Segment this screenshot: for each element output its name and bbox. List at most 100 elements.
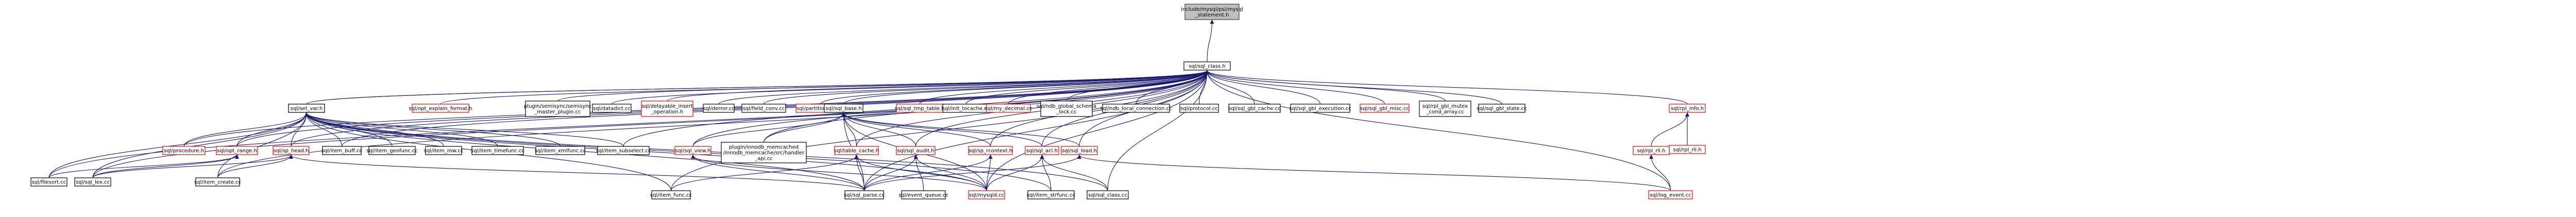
node-item-buff-cc[interactable]: sql/item_buff.cc	[321, 146, 362, 155]
node-box	[1419, 101, 1471, 117]
edge-rpl-mi-h-to-sql-base-h	[841, 112, 1080, 147]
node-label: sql/item_geofunc.cc	[366, 148, 418, 154]
node-sql-class-h[interactable]: sql/sql_class.h	[1183, 61, 1231, 71]
node-derror-cc[interactable]: sql/derror.cc	[703, 104, 735, 113]
node-box	[1179, 104, 1219, 113]
node-delayable-insert[interactable]: sql/delayable_insert_operation.h	[641, 101, 693, 117]
edge-mysqld-cc-to-rpl-rcontext-h	[986, 155, 993, 191]
edge-table-cache-h-to-sql-class-h	[856, 70, 1209, 147]
edge-sql-parse-cc-to-rpl-rcontext-h	[863, 155, 993, 191]
node-label: sql/item_timefunc.cc	[471, 148, 524, 154]
edge-item-create-cc-to-sp-head-h	[217, 155, 293, 178]
node-box	[1087, 190, 1129, 199]
edge-sql-acl-h-to-sql-base-h	[841, 112, 1043, 147]
node-set-var-h[interactable]: sql/set_var.h	[288, 104, 325, 113]
node-event-queue-cc[interactable]: sql/event_queue.cc	[899, 190, 948, 199]
node-table-cache-h[interactable]: sql/table_cache.h	[834, 146, 879, 155]
node-qd-state-cc[interactable]: sql/sql_gbl_state.cc	[1477, 104, 1527, 113]
node-item-subselect-cc[interactable]: sql/item_subselect.cc	[596, 146, 651, 155]
node-item-strfunc-cc[interactable]: sql/item_strfunc.cc	[1027, 190, 1075, 199]
edge-item-xmlfunc-cc-to-item-h	[304, 112, 561, 147]
node-item-geofunc-cc[interactable]: sql/item_geofunc.cc	[366, 146, 418, 155]
node-qd-exec-cc[interactable]: sql/sql_gbl_execution.cc	[1289, 104, 1351, 113]
node-label: sql/partition_info.h	[796, 106, 844, 112]
node-sql-func-cc[interactable]: sql/item_func.cc	[650, 190, 692, 199]
node-box	[968, 146, 1013, 155]
node-sql-acl-h[interactable]: sql/sql_acl.h	[1025, 146, 1059, 155]
node-label: sql/delayable_insert	[641, 104, 693, 109]
node-label: sql/table_cache.h	[834, 148, 879, 154]
edge-sql-tmp-table-h-to-sql-class-h	[919, 70, 1209, 105]
node-rpl-rli-h[interactable]: sql/rpl_rli.h	[1669, 145, 1706, 154]
node-item-create-cc[interactable]: sql/item_create.cc	[194, 177, 241, 187]
node-sql-base-h[interactable]: sql/sql_base.h	[824, 104, 863, 113]
node-procedure-h[interactable]: sql/procedure.h	[162, 146, 206, 155]
node-rpl-info-h[interactable]: sql/rpl_info.h	[1669, 104, 1706, 113]
edge-sql-parse-cc-to-table-cache-h	[854, 155, 865, 191]
node-label: sql/sql_class.cc	[1088, 193, 1127, 198]
node-label: _master_plugin.cc	[534, 109, 581, 115]
node-sql-lex-cc[interactable]: sql/sql_lex.cc	[74, 177, 111, 187]
node-protocol-cc[interactable]: sql/protocol.cc	[1179, 104, 1219, 113]
edge-sql-parse-cc-to-rpl-mi-h	[863, 155, 1081, 191]
node-opt-explain-format-h[interactable]: sql/opt_explain_format.h	[409, 104, 472, 113]
node-box	[1183, 61, 1231, 71]
node-ndb-local-conn[interactable]: sql/ndb_local_connection.cc	[1100, 104, 1172, 113]
node-log-event-cc[interactable]: sql/log_event.cc	[1648, 190, 1693, 199]
node-init-tocache-cc[interactable]: sql/init_tocache.cc	[942, 104, 990, 113]
node-box	[30, 177, 67, 187]
node-box	[741, 104, 786, 113]
node-opt-range-h[interactable]: sql/opt_range.h	[216, 146, 258, 155]
node-label: include/mysql/psi/mysql	[1181, 7, 1243, 12]
node-sql-tmp-table-h[interactable]: sql/sql_tmp_table.h	[895, 104, 945, 113]
node-label: sql/sql_lex.cc	[76, 180, 110, 186]
node-box	[1184, 4, 1240, 20]
node-label: sql/ndb_global_schema	[1037, 104, 1096, 109]
node-filesort-cc[interactable]: sql/filesort.cc	[30, 177, 67, 187]
node-sql-audit-h[interactable]: sql/sql_audit.h	[896, 146, 936, 155]
node-rpl-rcontext-h[interactable]: sql/sp_rcontext.h	[968, 146, 1013, 155]
edge-qd-exec-cc-to-sql-class-h	[1205, 70, 1321, 105]
node-item-xmlfunc-cc[interactable]: sql/item_xmlfunc.cc	[535, 146, 586, 155]
edge-sql-lex-cc-to-sp-head-h	[92, 155, 293, 178]
node-label: /innodb_memcache/src/handler	[723, 151, 805, 156]
node-root[interactable]: include/mysql/psi/mysql_statement.h	[1181, 4, 1243, 20]
node-label: sql/sql_acl.h	[1026, 148, 1058, 154]
node-box	[1360, 104, 1410, 113]
node-rpl-mi-h[interactable]: sql/sql_load.h	[1061, 146, 1098, 155]
edge-set-var-h-to-sql-class-h	[306, 70, 1209, 105]
node-mysqld-cc[interactable]: sql/mysqld.cc	[968, 190, 1005, 199]
node-box	[844, 190, 884, 199]
node-qd-mutex-cc[interactable]: sql/rpl_gbl_mutex_cond_array.cc	[1419, 101, 1471, 117]
node-sp-head-h[interactable]: sql/sp_head.h	[273, 146, 310, 155]
edge-sql-func-cc-to-table-cache-h	[670, 155, 859, 191]
node-box	[1478, 104, 1526, 113]
node-datadict-cc[interactable]: sql/datadict.cc	[592, 104, 632, 113]
node-memcache-plugin[interactable]: plugin/semisync/semisync_master_plugin.c…	[524, 101, 591, 117]
node-label: sql/event_queue.cc	[899, 193, 948, 198]
node-label: sql/datadict.cc	[593, 106, 631, 112]
node-my-decimal-cc[interactable]: sql/my_decimal.cc	[985, 104, 1032, 113]
edge-mysqld-cc-to-sql-view-h	[691, 155, 987, 191]
node-field-conv-cc[interactable]: sql/field_conv.cc	[741, 104, 786, 113]
node-qd-misc-cc[interactable]: sql/sql_gbl_misc.cc	[1360, 104, 1410, 113]
node-sql-parse-cc[interactable]: sql/sql_parse.cc	[844, 190, 885, 199]
node-box	[1290, 104, 1350, 113]
node-label: sql/my_decimal.cc	[985, 106, 1032, 112]
node-box	[273, 146, 310, 155]
node-item-timefunc-cc[interactable]: sql/item_timefunc.cc	[471, 146, 524, 155]
edge-sql-class-h-to-root	[1207, 20, 1214, 62]
node-label: _operation.h	[651, 109, 684, 115]
node-box	[1669, 104, 1706, 113]
node-box	[834, 146, 879, 155]
edge-event-queue-cc-to-sql-audit-h	[913, 155, 924, 191]
node-innodb-handler[interactable]: plugin/innodb_memcached/innodb_memcache/…	[721, 142, 807, 163]
edge-procedure-h-to-sql-class-h	[183, 70, 1209, 147]
node-item-row-cc[interactable]: sql/item_row.cc	[424, 146, 464, 155]
node-qd-cache-cc[interactable]: sql/sql_gbl_cache.cc	[1228, 104, 1281, 113]
node-rpl-rli2-h[interactable]: sql/rpl_rli.h	[1633, 146, 1670, 155]
node-sql-class-cc[interactable]: sql/sql_class.cc	[1087, 190, 1129, 199]
node-box	[703, 104, 735, 113]
node-ndb-global-schema[interactable]: sql/ndb_global_schema_lock.cc	[1037, 101, 1096, 117]
node-sql-view-h[interactable]: sql/sql_view.h	[674, 146, 711, 155]
